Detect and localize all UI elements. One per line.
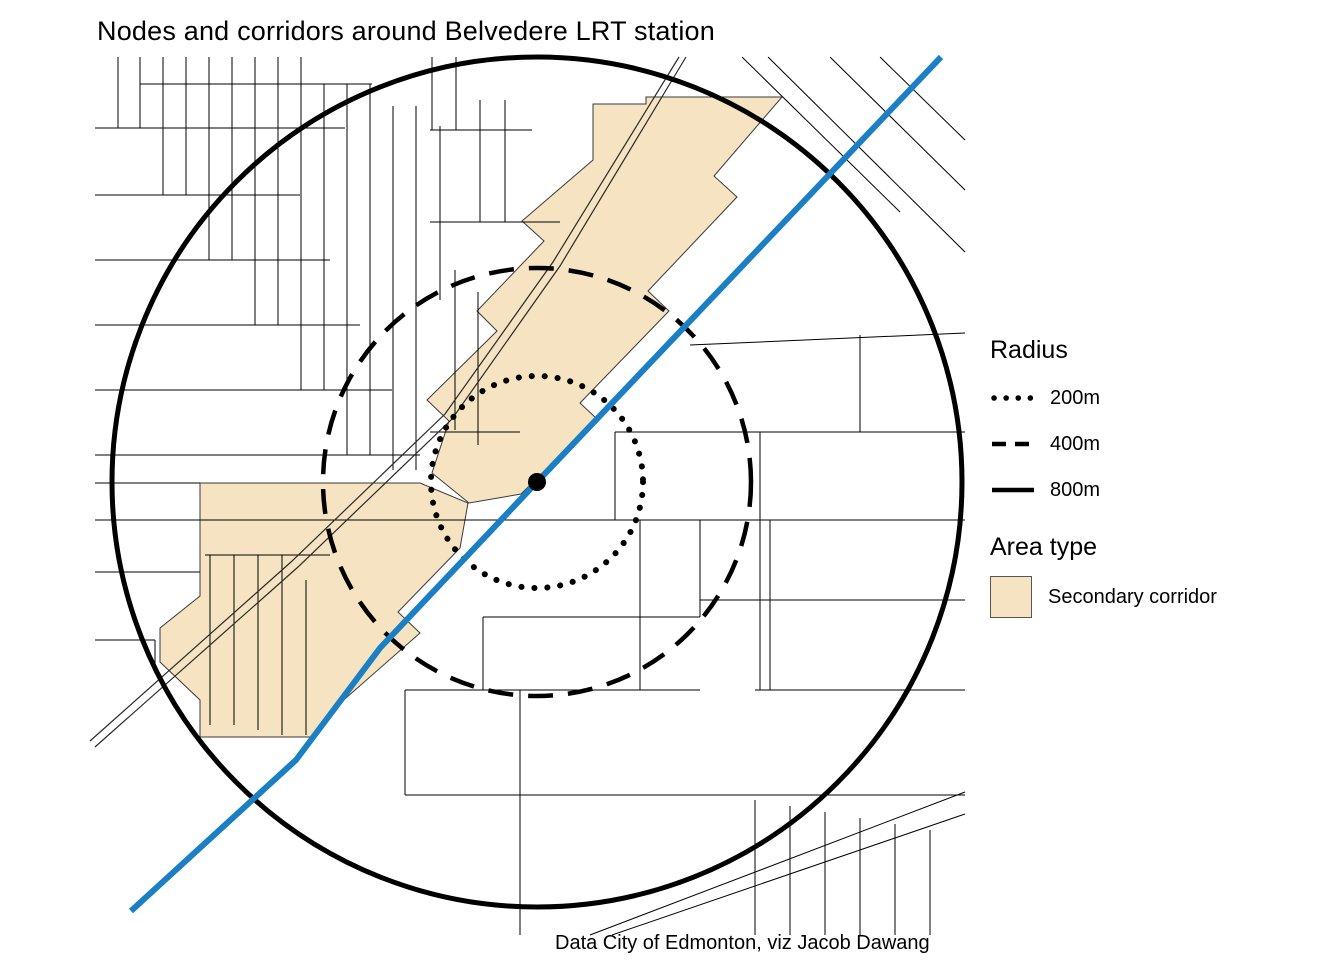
legend-item-200m: 200m	[990, 375, 1217, 421]
legend-item-secondary-corridor: Secondary corridor	[990, 574, 1217, 620]
street-network	[741, 56, 966, 253]
legend-area-type-title: Area type	[990, 533, 1098, 561]
legend-item-label: 800m	[1050, 478, 1101, 501]
street-network	[205, 554, 966, 936]
legend-item-400m: 400m	[990, 421, 1217, 467]
station-dot	[528, 473, 546, 491]
page-title: Nodes and corridors around Belvedere LRT…	[97, 16, 715, 46]
street-network	[95, 57, 965, 668]
secondary-corridor-swatch	[990, 576, 1032, 618]
lrt-line	[128, 54, 944, 914]
legend-item-label: Secondary corridor	[1048, 585, 1217, 608]
legend-item-label: 200m	[1050, 386, 1101, 409]
solid-line-sample	[992, 487, 1034, 493]
dotted-line-sample	[991, 395, 1034, 401]
legend-item-800m: 800m	[990, 467, 1217, 513]
radius-circle-200m	[428, 373, 646, 591]
legend-radius-title: Radius	[990, 336, 1068, 364]
corridor-polygon	[159, 482, 469, 738]
dashed-line-sample	[992, 441, 1034, 447]
radius-circle-400m	[320, 265, 754, 699]
legend-item-label: 400m	[1050, 432, 1101, 455]
street-network	[614, 332, 966, 691]
caption: Data City of Edmonton, viz Jacob Dawang	[555, 932, 930, 954]
rail-line	[89, 56, 680, 742]
radius-circle-800m	[109, 54, 965, 910]
legend: Radius 200m 400m 800m Area type Secondar…	[990, 336, 1217, 620]
